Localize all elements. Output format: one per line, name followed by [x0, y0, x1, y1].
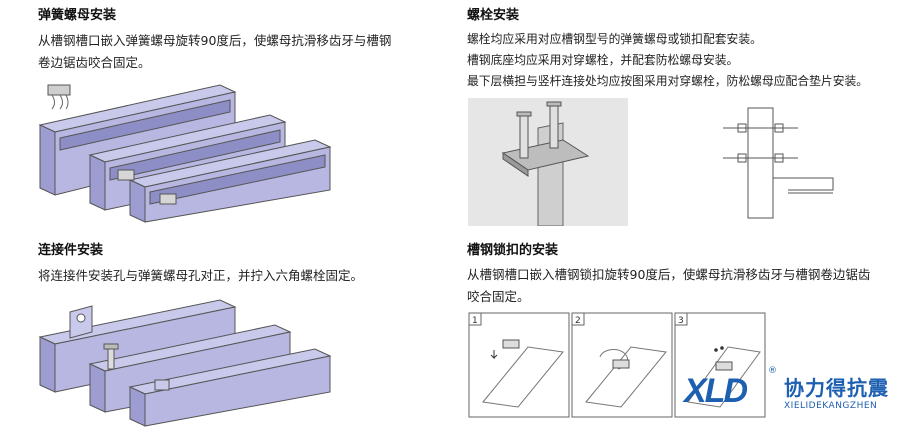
text-line: 最下层横担与竖杆连接处均应按图采用对穿螺栓，防松螺母应配合垫片安装。	[467, 74, 869, 88]
text-line: 从槽钢槽口嵌入弹簧螺母旋转90度后，使螺母抗滑移齿牙与槽钢	[38, 33, 392, 48]
text-line: 从槽钢槽口嵌入槽钢锁扣旋转90度后，使螺母抗滑移齿牙与槽钢卷边锯齿	[467, 267, 871, 282]
step-label: 2	[575, 316, 581, 326]
spring-nut-part	[47, 84, 177, 205]
step-label: 1	[472, 316, 478, 326]
logo-name-en: XIELIDEKANGZHEN	[784, 401, 878, 411]
section-spring-nut: 弹簧螺母安装 从槽钢槽口嵌入弹簧螺母旋转90度后，使螺母抗滑移齿牙与槽钢 卷边锯…	[38, 8, 458, 74]
section-text: 螺栓均应采用对应槽钢型号的弹簧螺母或锁扣配套安装。 槽钢底座均应采用对穿螺栓，并…	[467, 29, 907, 92]
bolt-illustration	[468, 98, 838, 226]
text-line: 卷边锯齿咬合固定。	[38, 55, 151, 70]
text-line: 螺栓均应采用对应槽钢型号的弹簧螺母或锁扣配套安装。	[467, 32, 762, 46]
spring-nut-illustration	[30, 80, 360, 225]
text-line: 槽钢底座均应采用对穿螺栓，并配套防松螺母安装。	[467, 53, 739, 67]
company-logo: XLD ® 协力得抗震 XIELIDEKANGZHEN	[684, 366, 904, 420]
section-text: 从槽钢槽口嵌入弹簧螺母旋转90度后，使螺母抗滑移齿牙与槽钢 卷边锯齿咬合固定。	[38, 30, 458, 74]
section-title: 螺栓安装	[467, 8, 520, 23]
section-title: 槽钢锁扣的安装	[467, 243, 559, 258]
lock-steps: 1 2 3	[468, 312, 768, 420]
text-line: 咬合固定。	[467, 289, 530, 304]
text-line: 将连接件安装孔与弹簧螺母孔对正，并拧入六角螺栓固定。	[38, 268, 364, 283]
logo-mark: XLD	[684, 372, 748, 410]
connector-illustration	[30, 292, 360, 428]
section-title: 弹簧螺母安装	[38, 8, 117, 23]
section-connector: 连接件安装 将连接件安装孔与弹簧螺母孔对正，并拧入六角螺栓固定。	[38, 243, 458, 287]
section-text: 将连接件安装孔与弹簧螺母孔对正，并拧入六角螺栓固定。	[38, 265, 458, 287]
step-label: 3	[678, 316, 684, 326]
logo-name-cn: 协力得抗震	[784, 376, 889, 400]
registered-mark: ®	[768, 366, 777, 376]
section-bolt: 螺栓安装 螺栓均应采用对应槽钢型号的弹簧螺母或锁扣配套安装。 槽钢底座均应采用对…	[467, 8, 907, 92]
step-panel	[468, 312, 766, 418]
section-text: 从槽钢槽口嵌入槽钢锁扣旋转90度后，使螺母抗滑移齿牙与槽钢卷边锯齿 咬合固定。	[467, 264, 907, 308]
section-lock: 槽钢锁扣的安装 从槽钢槽口嵌入槽钢锁扣旋转90度后，使螺母抗滑移齿牙与槽钢卷边锯…	[467, 243, 907, 308]
section-title: 连接件安装	[38, 243, 104, 258]
